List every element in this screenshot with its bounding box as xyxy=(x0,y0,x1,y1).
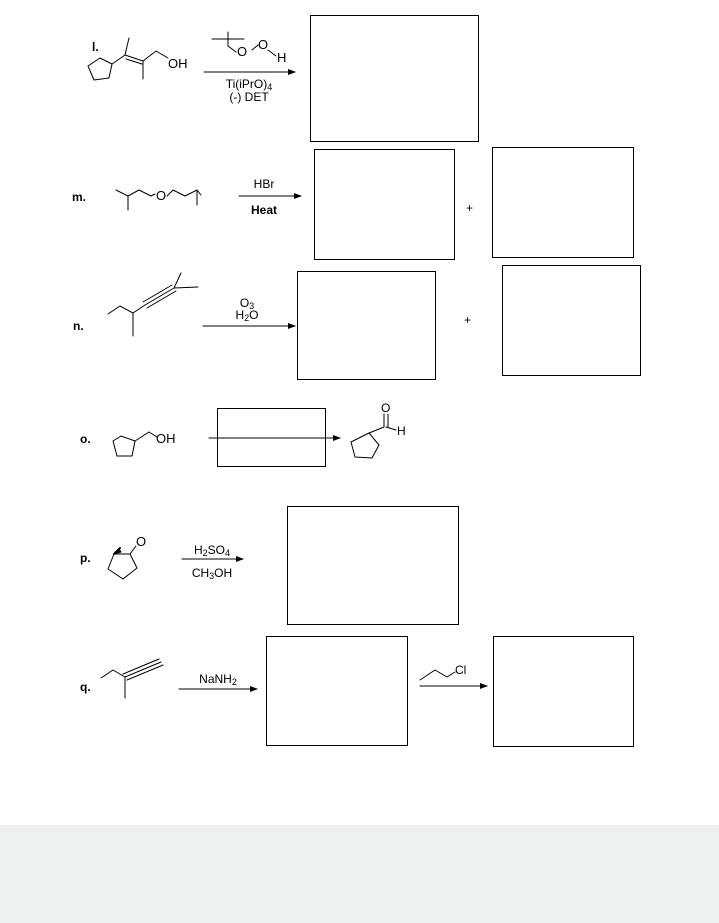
answer-box-m-2[interactable] xyxy=(492,147,634,258)
reagent-p-2: CH3OH xyxy=(191,566,233,581)
atom-l-o2: O xyxy=(258,37,269,52)
atom-l-oh: OH xyxy=(168,56,188,71)
atom-l-h: H xyxy=(277,50,287,65)
answer-box-l[interactable] xyxy=(310,15,479,142)
molecule-q-reagent-propyl-chloride xyxy=(419,669,456,681)
problem-label-q: q. xyxy=(80,680,91,694)
problem-label-l: l. xyxy=(92,40,99,54)
reagent-m-1: HBr xyxy=(253,177,275,191)
atom-o-h: H xyxy=(397,424,406,438)
reagent-l-1: Ti(iPrO)4 xyxy=(225,77,273,92)
plus-n: + xyxy=(464,313,472,327)
answer-box-q-2[interactable] xyxy=(493,636,634,747)
reagent-l-2: (-) DET xyxy=(229,90,269,104)
atom-q-cl: Cl xyxy=(455,663,467,677)
problem-label-o: o. xyxy=(80,432,91,446)
footer-bar xyxy=(0,825,719,923)
atom-l-o1: O xyxy=(237,44,248,59)
problem-label-p: p. xyxy=(80,551,91,565)
answer-box-m-1[interactable] xyxy=(314,149,455,260)
molecule-o-product xyxy=(350,413,397,459)
reagent-q-1: NaNH2 xyxy=(199,672,237,687)
molecule-l-reactant xyxy=(87,37,169,81)
molecule-q-reactant xyxy=(100,658,164,699)
molecule-p-reactant xyxy=(107,545,138,580)
reagent-m-2: Heat xyxy=(250,203,278,217)
answer-box-n-2[interactable] xyxy=(502,265,641,376)
molecule-n-reactant xyxy=(107,272,199,337)
reagent-n-1: O3 xyxy=(239,296,255,311)
plus-m: + xyxy=(466,201,474,215)
answer-box-n-1[interactable] xyxy=(297,271,436,380)
atom-p-o: O xyxy=(136,534,147,549)
answer-box-p[interactable] xyxy=(287,506,459,625)
atom-o-o: O xyxy=(381,401,391,415)
reagent-p-1: H2SO4 xyxy=(193,543,231,558)
atom-o-oh: OH xyxy=(156,431,176,446)
molecule-m-reactant xyxy=(115,189,202,211)
reagent-n-2: H2O xyxy=(235,308,259,323)
molecule-l-reagent-tbhp xyxy=(211,31,277,57)
molecule-o-reactant xyxy=(112,431,158,457)
answer-box-q-1[interactable] xyxy=(266,636,408,746)
problem-label-n: n. xyxy=(73,319,84,333)
problem-label-m: m. xyxy=(72,190,87,204)
atom-m-o: O xyxy=(156,188,167,203)
